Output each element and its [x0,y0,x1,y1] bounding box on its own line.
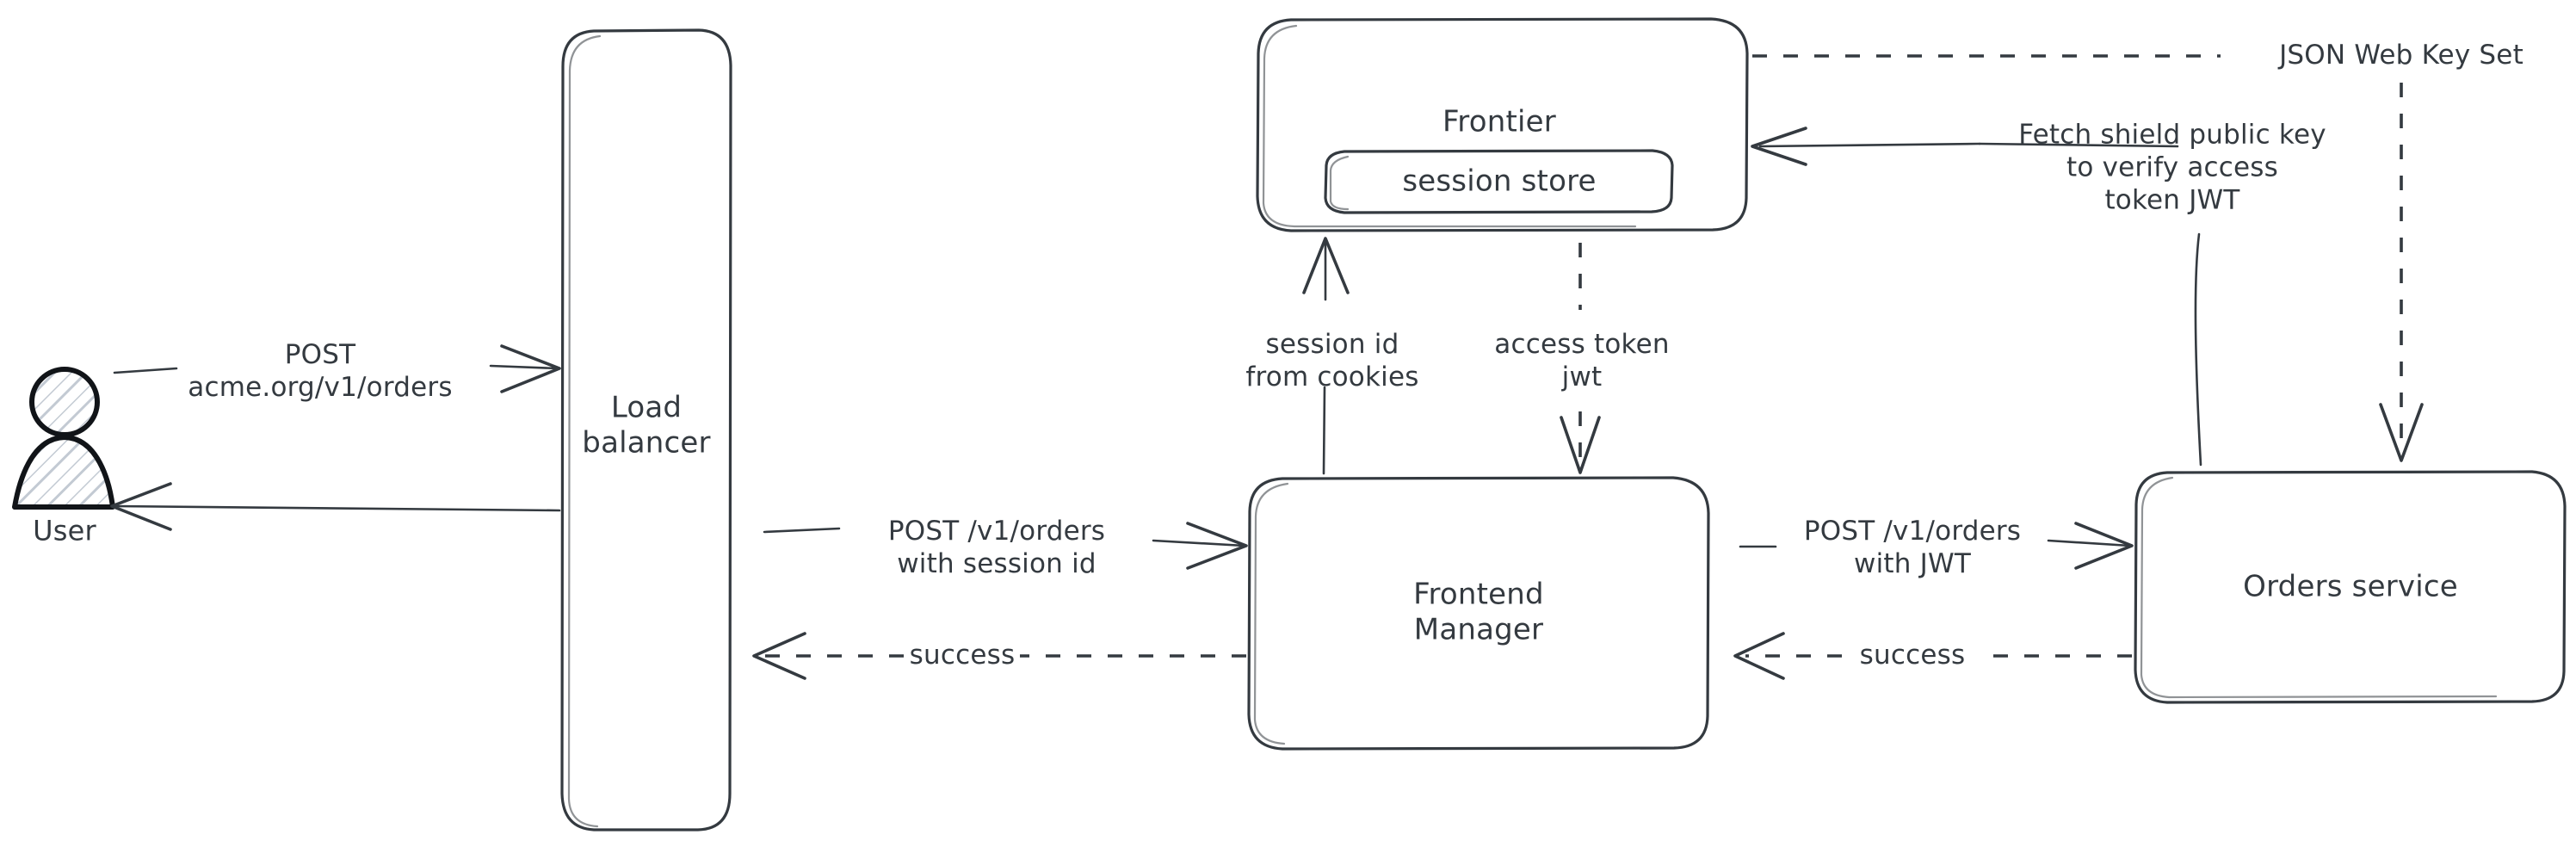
edge-frontend-manager-to-orders-service [1739,522,2134,570]
edge-frontier-to-orders-service [1752,54,2424,462]
edge-load-balancer-to-user [110,482,561,531]
edge-orders-service-to-frontier [1751,127,2202,467]
session-store-node[interactable] [1324,149,1674,214]
edge-user-to-load-balancer [113,344,561,393]
edge-orders-service-to-frontend-manager [1733,632,2132,680]
orders-service-node[interactable] [2134,470,2567,704]
load-balancer-node[interactable] [560,28,732,832]
edge-frontend-manager-to-load-balancer [752,632,1246,680]
edge-frontend-manager-to-frontier [1302,237,1350,475]
edge-load-balancer-to-frontend-manager [763,522,1248,570]
user-actor-icon [12,367,115,510]
frontier-node[interactable] [1256,17,1749,232]
edge-frontier-to-frontend-manager [1560,243,1601,474]
frontend-manager-node[interactable] [1247,476,1710,751]
